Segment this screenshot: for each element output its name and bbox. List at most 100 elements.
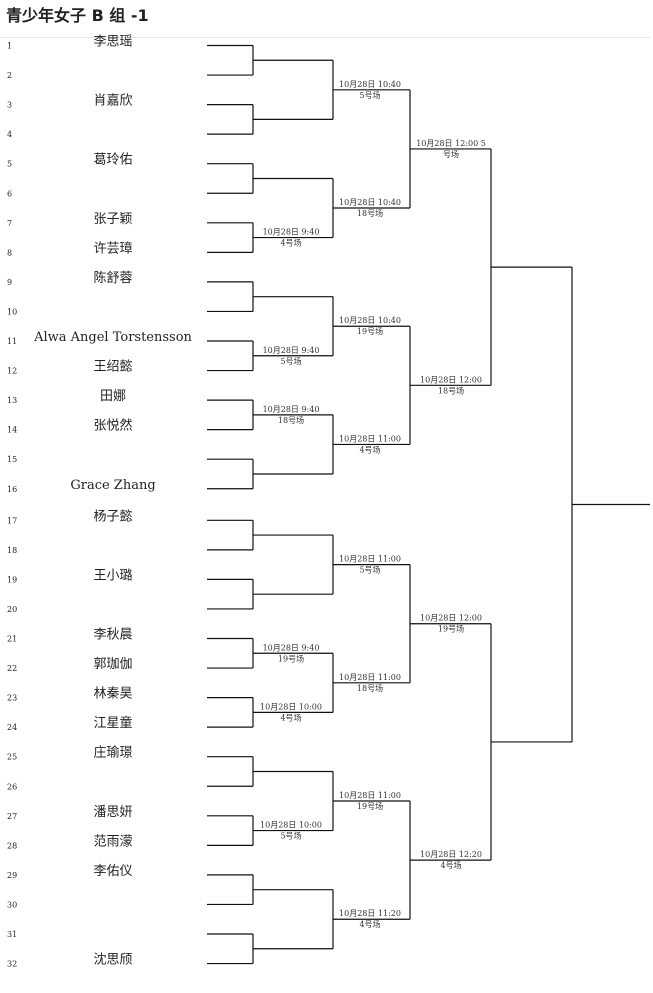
seed-number: 27 <box>7 812 17 821</box>
round2-connector <box>332 653 410 713</box>
match-court: 18号场 <box>357 209 383 218</box>
round2-connector <box>332 60 410 120</box>
match-time: 10月28日 9:40 <box>263 643 320 652</box>
seed-number: 8 <box>7 248 12 257</box>
round1-connector <box>252 222 333 253</box>
match-time: 10月28日 10:00 <box>260 821 322 830</box>
round3-connector <box>409 564 491 683</box>
round1-connector <box>252 934 333 964</box>
player-name: 范雨濛 <box>93 834 132 849</box>
seed-number: 19 <box>7 575 17 584</box>
match-court: 19号场 <box>438 625 464 634</box>
match-time: 10月28日 10:40 <box>339 80 401 89</box>
seed-number: 26 <box>7 782 17 791</box>
player-name: 张悦然 <box>93 418 132 434</box>
round2-connector <box>332 535 410 595</box>
player-name: 葛玲佑 <box>93 153 132 168</box>
player-name: 潘思妍 <box>93 805 132 820</box>
seed-number: 23 <box>7 694 17 703</box>
seed-number: 5 <box>7 160 12 169</box>
match-court: 5号场 <box>359 91 380 100</box>
match-time: 10月28日 12:00 5 <box>416 139 486 148</box>
match-time: 10月28日 11:00 <box>339 791 401 800</box>
player-name: 李佑仪 <box>93 864 132 879</box>
match-court: 19号场 <box>357 327 383 336</box>
round3-connector <box>409 326 491 445</box>
round1-connector <box>252 163 333 194</box>
match-time: 10月28日 10:40 <box>339 198 401 207</box>
seed-number: 13 <box>7 396 17 405</box>
player-name: 王小璐 <box>93 568 132 583</box>
seed-number: 20 <box>7 605 17 614</box>
match-court: 19号场 <box>357 802 383 811</box>
seed-number: 30 <box>7 900 17 909</box>
player-name: 许芸璋 <box>93 240 132 256</box>
round3-connector <box>409 89 491 209</box>
seed-number: 18 <box>7 546 17 555</box>
player-name: 沈思颀 <box>93 953 132 968</box>
player-name: 肖嘉欣 <box>93 94 132 109</box>
seed-number: 11 <box>7 337 17 346</box>
match-time: 10月28日 10:40 <box>339 316 401 325</box>
match-court: 18号场 <box>438 386 464 395</box>
match-time: 10月28日 11:00 <box>339 434 401 443</box>
seed-number: 16 <box>7 485 17 494</box>
player-name: 江星童 <box>93 715 132 731</box>
title-divider <box>0 37 650 38</box>
round1-connector <box>252 815 333 846</box>
match-court: 5号场 <box>280 832 301 841</box>
match-time: 10月28日 11:20 <box>339 909 401 918</box>
match-court: 5号场 <box>280 357 301 366</box>
round1-connector <box>252 638 333 669</box>
player-name: 田娜 <box>100 389 126 404</box>
player-name: 杨子懿 <box>93 509 132 524</box>
player-name: Alwa Angel Torstensson <box>33 330 192 345</box>
seed-number: 25 <box>7 753 17 762</box>
seed-number: 3 <box>7 101 12 110</box>
semifinal-connector <box>490 623 572 861</box>
round1-connector <box>252 104 333 135</box>
seed-number: 9 <box>7 278 12 287</box>
seed-number: 12 <box>7 367 17 376</box>
seed-number: 2 <box>7 71 12 80</box>
player-name: Grace Zhang <box>70 478 155 493</box>
seed-number: 14 <box>7 426 17 435</box>
seed-number: 31 <box>7 930 17 939</box>
round1-connector <box>252 697 333 728</box>
match-time: 10月28日 9:40 <box>263 228 320 237</box>
seed-number: 10 <box>7 307 17 316</box>
seed-number: 4 <box>7 130 12 139</box>
seed-number: 7 <box>7 219 12 228</box>
round2-connector <box>332 178 410 238</box>
match-court: 号场 <box>443 150 459 159</box>
player-name: 李秋晨 <box>93 628 132 643</box>
round1-connector <box>252 756 333 787</box>
seed-number: 15 <box>7 455 17 464</box>
seed-number: 17 <box>7 516 17 525</box>
match-time: 10月28日 12:20 <box>420 850 482 859</box>
match-time: 10月28日 9:40 <box>263 346 320 355</box>
player-name: 王绍懿 <box>93 360 132 375</box>
match-court: 4号场 <box>280 713 301 722</box>
round3-connector <box>409 801 491 920</box>
player-name: 陈舒蓉 <box>93 270 132 286</box>
round1-connector <box>252 400 333 430</box>
seed-number: 1 <box>7 42 12 51</box>
round1-connector <box>252 520 333 550</box>
round1-connector <box>252 459 333 489</box>
player-name: 林秦昊 <box>93 687 132 702</box>
match-time: 10月28日 12:00 <box>420 375 482 384</box>
player-name: 张子颖 <box>93 212 132 227</box>
match-court: 5号场 <box>359 566 380 575</box>
match-court: 4号场 <box>440 861 461 870</box>
player-name: 李思瑶 <box>93 35 132 50</box>
semifinal-connector <box>490 148 572 386</box>
match-court: 4号场 <box>280 239 301 248</box>
seed-number: 21 <box>7 635 17 644</box>
round1-connector <box>252 341 333 371</box>
match-court: 4号场 <box>359 920 380 929</box>
round2-connector <box>332 889 410 949</box>
match-court: 4号场 <box>359 445 380 454</box>
round1-connector <box>252 579 333 609</box>
